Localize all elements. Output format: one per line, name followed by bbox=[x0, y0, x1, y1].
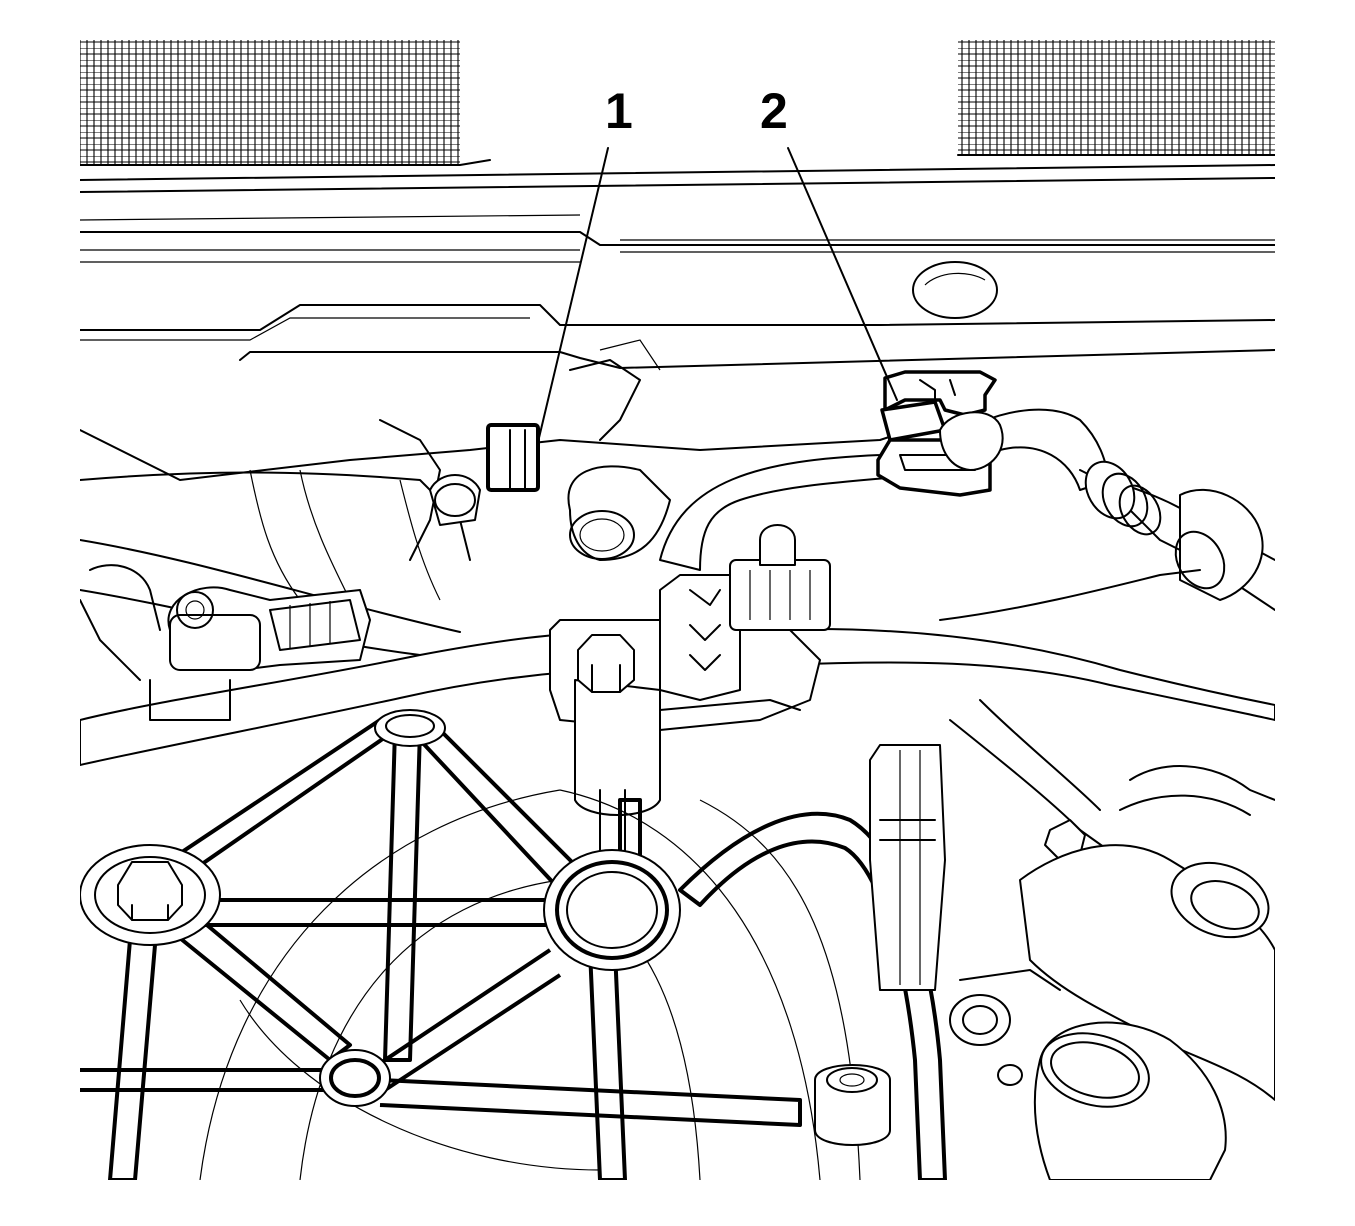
radiator-grille-right bbox=[957, 40, 1275, 156]
coolant-outlet bbox=[567, 465, 671, 561]
left-sensor-connector bbox=[80, 564, 371, 721]
intake-manifold bbox=[80, 709, 947, 1180]
hose-coupling bbox=[1084, 460, 1264, 601]
engine-body bbox=[80, 339, 941, 601]
manifold-hub-bottom bbox=[319, 1049, 391, 1107]
upper-cover bbox=[80, 164, 1275, 369]
manifold-hub-top bbox=[374, 709, 446, 747]
leader-line-1 bbox=[537, 147, 609, 443]
fitting-left bbox=[429, 474, 481, 526]
component-1-clip bbox=[486, 423, 540, 492]
leader-line-2 bbox=[787, 147, 898, 401]
component-2-connector bbox=[876, 370, 1004, 497]
manifold-bolt-left bbox=[80, 844, 221, 946]
right-side-components bbox=[869, 699, 1275, 1180]
bracket-post bbox=[574, 679, 661, 816]
radiator-grille-left bbox=[80, 40, 491, 166]
manifold-boss-bottom-right bbox=[814, 1064, 891, 1146]
bracket-bolt bbox=[577, 634, 635, 693]
callout-2: 2 bbox=[760, 83, 788, 139]
harness-clip bbox=[659, 524, 831, 701]
cover-plug bbox=[912, 261, 998, 319]
callout-1: 1 bbox=[605, 83, 633, 139]
manifold-hub-center bbox=[543, 849, 681, 971]
oil-filter-housing bbox=[1033, 1021, 1227, 1180]
